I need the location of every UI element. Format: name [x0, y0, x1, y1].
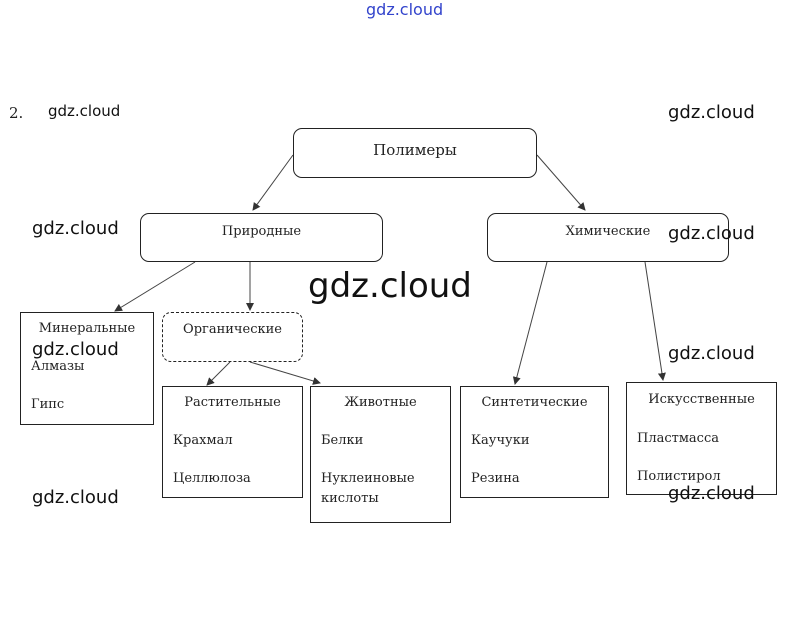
- node-item: Алмазы: [31, 359, 85, 374]
- node-item: Полистирол: [637, 469, 721, 484]
- watermark: gdz.cloud: [32, 339, 119, 360]
- watermark: gdz.cloud: [32, 487, 119, 508]
- node-title: Искусственные: [648, 392, 755, 407]
- watermark-top: gdz.cloud: [366, 0, 444, 19]
- node-title: Растительные: [184, 395, 281, 410]
- node-title: Животные: [344, 395, 417, 410]
- arrow-polymers-natural: [252, 154, 294, 211]
- watermark: gdz.cloud: [32, 218, 119, 239]
- node-item: Пластмасса: [637, 431, 719, 446]
- node-plant: Растительные Крахмал Целлюлоза: [162, 386, 303, 498]
- watermark: gdz.cloud: [308, 266, 472, 306]
- node-polymers: Полимеры: [293, 128, 537, 178]
- node-title: Синтетические: [481, 395, 588, 410]
- node-item: Целлюлоза: [173, 471, 251, 486]
- arrow-polymers-chemical: [536, 154, 586, 211]
- watermark: gdz.cloud: [668, 223, 755, 244]
- node-item: Каучуки: [471, 433, 530, 448]
- watermark: gdz.cloud: [668, 102, 755, 123]
- node-mineral: Минеральные Алмазы Гипс: [20, 312, 154, 425]
- watermark: gdz.cloud: [48, 102, 121, 120]
- node-artificial: Искусственные Пластмасса Полистирол: [626, 382, 777, 495]
- watermark: gdz.cloud: [668, 483, 755, 504]
- task-number: 2.: [9, 104, 24, 122]
- watermark: gdz.cloud: [668, 343, 755, 364]
- arrow-organic-plant: [206, 361, 231, 386]
- node-item: Белки: [321, 433, 364, 448]
- arrow-natural-mineral: [114, 261, 196, 312]
- node-item: Гипс: [31, 397, 65, 412]
- node-synthetic: Синтетические Каучуки Резина: [460, 386, 609, 498]
- node-item: Нуклеиновые кислоты: [321, 471, 415, 506]
- node-natural: Природные: [140, 213, 383, 262]
- node-organic: Органические: [162, 312, 303, 362]
- arrow-organic-animal: [249, 361, 321, 385]
- node-title: Органические: [183, 322, 282, 337]
- node-item: Крахмал: [173, 433, 233, 448]
- arrow-chemical-synthetic: [512, 261, 548, 385]
- node-title: Минеральные: [38, 321, 136, 336]
- node-item: Резина: [471, 471, 520, 486]
- node-title: Природные: [221, 224, 302, 239]
- node-title: Химические: [565, 224, 651, 239]
- node-animal: Животные Белки Нуклеиновые кислоты: [310, 386, 451, 523]
- node-title: Полимеры: [373, 141, 457, 159]
- node-chemical: Химические: [487, 213, 729, 262]
- arrow-chemical-artificial: [644, 261, 666, 381]
